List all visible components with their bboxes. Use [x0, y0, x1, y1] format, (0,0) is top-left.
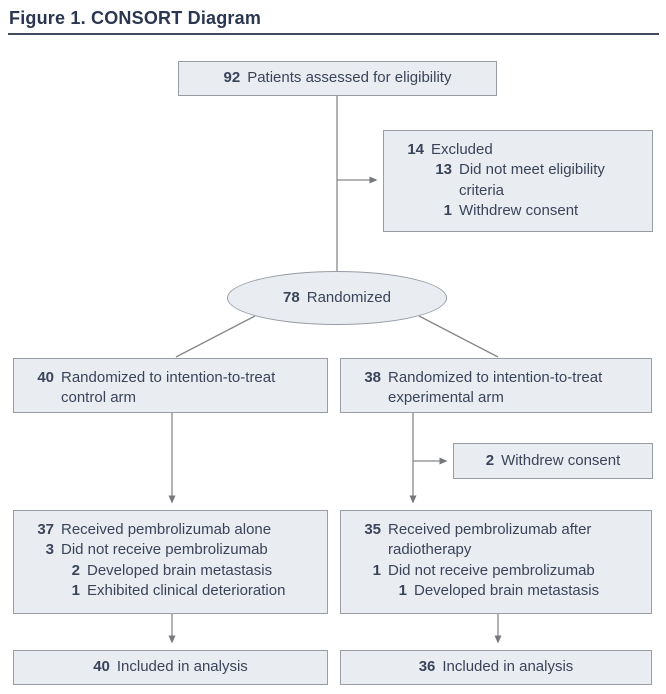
- node-received-control: 37 Received pembrolizumab alone 3 Did no…: [13, 510, 328, 614]
- node-control-arm: 40 Randomized to intention-to-treat cont…: [13, 358, 328, 413]
- flow-line-item: 3 Did not receive pembrolizumab: [28, 540, 317, 560]
- item-count: 1: [398, 581, 407, 599]
- item-label: Exhibited clinical deterioration: [87, 581, 286, 599]
- node-experimental-arm: 38 Randomized to intention-to-treat expe…: [340, 358, 652, 413]
- item-label: Withdrew consent: [459, 201, 579, 219]
- node-label: Withdrew consent: [501, 451, 621, 469]
- node-label: Patients assessed for eligibility: [247, 69, 452, 87]
- node-analysis-control: 40 Included in analysis: [13, 650, 328, 685]
- node-excluded: 14 Excluded 13 Did not meet eligibility …: [383, 130, 653, 232]
- item-label: Did not receive pembrolizumab: [388, 561, 595, 579]
- flow-line-item: 2 Developed brain metastasis: [28, 561, 317, 581]
- item-label: Excluded: [431, 141, 493, 158]
- node-label: Included in analysis: [116, 658, 248, 676]
- node-label: Included in analysis: [442, 658, 574, 676]
- flow-line-item: 14 Excluded: [400, 140, 642, 160]
- figure-title: Figure 1. CONSORT Diagram: [9, 8, 262, 28]
- item-count: 2: [71, 561, 80, 579]
- item-count: 1: [372, 561, 381, 579]
- item-count: 40: [37, 369, 54, 386]
- node-count: 92: [223, 69, 241, 87]
- item-count: 37: [37, 521, 54, 538]
- node-count: 40: [93, 658, 110, 676]
- node-received-experimental: 35 Received pembrolizumab after radiothe…: [340, 510, 652, 614]
- item-label: Did not receive pembrolizumab: [61, 541, 268, 559]
- item-count: 35: [364, 521, 381, 538]
- item-count: 1: [71, 581, 80, 599]
- node-count: 2: [485, 451, 495, 469]
- item-count: 14: [407, 141, 424, 158]
- node-count: 36: [418, 658, 436, 676]
- item-label: Did not meet eligibility criteria: [459, 161, 605, 199]
- node-label: Randomized: [306, 288, 391, 306]
- flow-line-item: 38 Randomized to intention-to-treat expe…: [355, 368, 641, 409]
- item-count: 13: [435, 161, 452, 179]
- item-label: Developed brain metastasis: [414, 581, 600, 599]
- flow-line-item: 1 Exhibited clinical deterioration: [28, 581, 317, 601]
- item-count: 1: [443, 201, 452, 219]
- node-count: 78: [283, 288, 300, 306]
- flow-line-item: 40 Randomized to intention-to-treat cont…: [28, 368, 317, 409]
- title-rule: [8, 33, 659, 35]
- item-label: Developed brain metastasis: [87, 561, 273, 579]
- flow-line-item: 37 Received pembrolizumab alone: [28, 520, 317, 540]
- flow-line-item: 1 Developed brain metastasis: [355, 581, 641, 601]
- flow-line-item: 1 Did not receive pembrolizumab: [355, 561, 641, 581]
- item-label: Randomized to intention-to-treat control…: [61, 369, 276, 407]
- node-withdrew-consent: 2 Withdrew consent: [453, 443, 653, 479]
- node-assessed-for-eligibility: 92 Patients assessed for eligibility: [178, 61, 497, 96]
- item-label: Randomized to intention-to-treat experim…: [388, 369, 603, 407]
- connector-randomized-to-control: [175, 315, 256, 358]
- item-count: 38: [364, 369, 381, 386]
- flow-line-item: 35 Received pembrolizumab after radiothe…: [355, 520, 641, 561]
- flow-line-item: 1 Withdrew consent: [400, 201, 642, 221]
- flow-line-item: 13 Did not meet eligibility criteria: [400, 160, 642, 201]
- item-label: Received pembrolizumab alone: [61, 521, 272, 538]
- node-analysis-experimental: 36 Included in analysis: [340, 650, 652, 685]
- connector-randomized-to-experimental: [418, 315, 499, 358]
- node-randomized: 78 Randomized: [227, 271, 447, 325]
- item-label: Received pembrolizumab after radiotherap…: [388, 521, 592, 559]
- item-count: 3: [45, 541, 54, 559]
